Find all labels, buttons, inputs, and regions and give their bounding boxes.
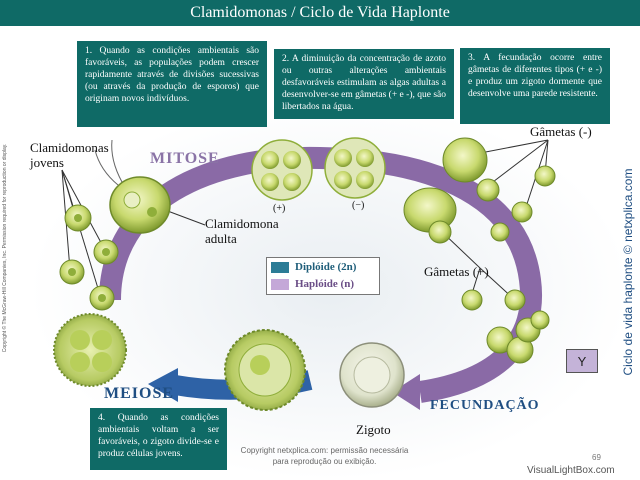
- legend-haploid-swatch: [271, 278, 289, 290]
- label-young-cells: Clamidomonas jovens: [30, 140, 109, 170]
- zygote: [339, 342, 405, 408]
- copyright-note: Copyright netxplica.com: permissão neces…: [240, 446, 409, 466]
- legend-diploid-label: Diplóide (2n): [295, 261, 357, 273]
- title-bar: Clamidomonas / Ciclo de Vida Haplonte: [0, 0, 640, 26]
- legend-diploid: Diplóide (2n): [271, 261, 356, 275]
- legend-haploid-label: Haplóide (n): [295, 278, 354, 290]
- dividing-cell-minus: [324, 137, 386, 199]
- label-adult-cell: Clamidomona adulta: [205, 216, 279, 246]
- young-cells: [59, 204, 119, 311]
- note-1: 1. Quando as condições ambientais são fa…: [77, 41, 267, 127]
- label-gametes-plus: Gâmetas (+): [424, 264, 489, 279]
- label-zygote: Zigoto: [356, 422, 391, 437]
- legend-diploid-swatch: [271, 261, 289, 273]
- note-3: 3. A fecundação ocorre entre gâmetas de …: [460, 48, 610, 124]
- fusing-gametes: [486, 310, 550, 364]
- gametes-minus: [442, 137, 556, 242]
- left-copyright-text: Copyright © The McGraw-Hill Companies, I…: [2, 143, 8, 353]
- note-4: 4. Quando as condições ambientais voltam…: [90, 408, 227, 470]
- dividing-cell-plus: [251, 139, 313, 201]
- side-credit: Ciclo de vida haplonte © netxplica.com: [618, 165, 635, 385]
- adult-cell: [94, 139, 171, 234]
- legend: Diplóide (2n) Haplóide (n): [266, 257, 380, 295]
- side-credit-text: Ciclo de vida haplonte © netxplica.com: [621, 168, 635, 376]
- stage-fecundacao: FECUNDAÇÃO: [430, 398, 540, 413]
- meiosis-arrowhead: [148, 368, 178, 402]
- stage-mitose: MITOSE: [150, 150, 220, 167]
- legend-haploid: Haplóide (n): [271, 278, 354, 292]
- note-2: 2. A diminuição da concentração de azoto…: [274, 49, 454, 119]
- watermark: VisualLightBox.com: [527, 465, 615, 476]
- page-number: 69: [592, 453, 601, 462]
- fecundation-arrowhead: [392, 374, 420, 410]
- gametes-plus: [403, 187, 526, 311]
- stage-meiose: MEIOSE: [104, 385, 175, 402]
- left-copyright: Copyright © The McGraw-Hill Companies, I…: [0, 100, 12, 400]
- spiky-zygote-cell: [53, 313, 127, 387]
- label-minus-sign: (−): [352, 200, 365, 211]
- y-box: Y: [566, 349, 598, 373]
- meiosis-cell: [224, 329, 306, 411]
- label-plus-sign: (+): [273, 203, 286, 214]
- slide-title: Clamidomonas / Ciclo de Vida Haplonte: [190, 4, 450, 21]
- label-gametes-minus: Gâmetas (-): [530, 124, 592, 139]
